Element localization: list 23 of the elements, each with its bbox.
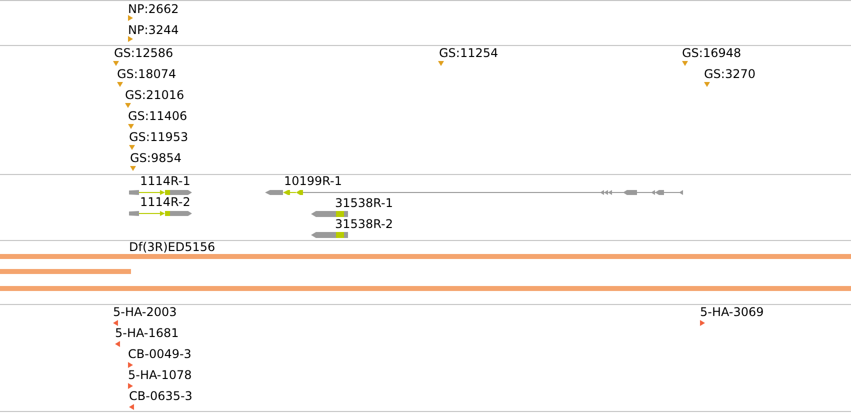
deletion-label: Df(3R)ED5156 [129,240,216,254]
gene-label: 1114R-2 [140,195,190,209]
feature-label: GS:9854 [130,151,182,165]
feature-label: 5-HA-1078 [128,368,192,382]
feature-label: GS:11406 [128,109,188,123]
feature-label: GS:3270 [704,67,756,81]
feature-label: GS:11254 [439,46,498,60]
feature-label: GS:11953 [129,130,188,144]
feature-label: 5-HA-2003 [113,305,177,319]
gene-label: 1114R-1 [140,174,190,188]
gene-label: 31538R-1 [335,196,393,210]
gene-label: 31538R-2 [335,217,393,231]
feature-label: 5-HA-3069 [700,305,764,319]
feature-label: 5-HA-1681 [115,326,179,340]
feature-label: NP:3244 [128,23,179,37]
feature-label: NP:2662 [128,2,179,16]
feature-label: GS:16948 [682,46,742,60]
feature-label: GS:21016 [125,88,184,102]
feature-label: CB-0635-3 [129,389,192,403]
gene-label: 10199R-1 [284,174,342,188]
feature-label: CB-0049-3 [128,347,192,361]
feature-label: GS:18074 [117,67,176,81]
feature-label: GS:12586 [114,46,174,60]
